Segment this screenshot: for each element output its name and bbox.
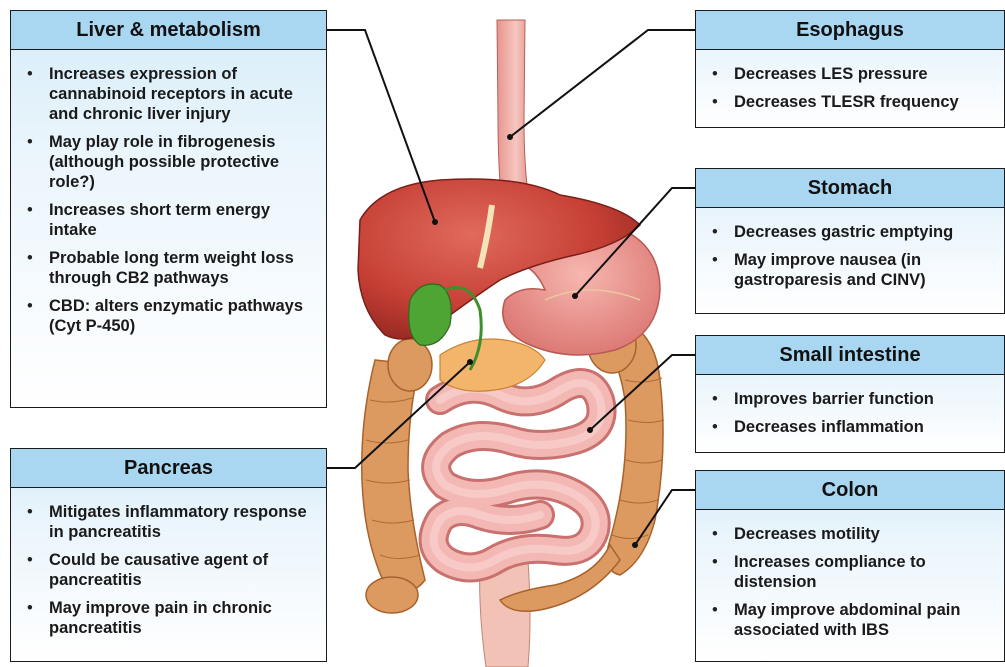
liver-metabolism-list: •Increases expression of cannabinoid rec… bbox=[11, 50, 326, 336]
pancreas-box: Pancreas •Mitigates inflammatory respons… bbox=[10, 448, 327, 662]
list-item: •Decreases LES pressure bbox=[696, 64, 1004, 84]
esophagus-title: Esophagus bbox=[696, 11, 1004, 50]
list-item: •Decreases motility bbox=[696, 524, 1004, 544]
stomach-list: •Decreases gastric emptying •May improve… bbox=[696, 208, 1004, 290]
esophagus-callout-line bbox=[510, 30, 696, 137]
colon-title: Colon bbox=[696, 471, 1004, 510]
list-item: •Improves barrier function bbox=[696, 389, 1004, 409]
list-item: •Decreases TLESR frequency bbox=[696, 92, 1004, 112]
liver-metabolism-box: Liver & metabolism •Increases expression… bbox=[10, 10, 327, 408]
small-intestine-box: Small intestine •Improves barrier functi… bbox=[695, 335, 1005, 453]
small-intestine-title: Small intestine bbox=[696, 336, 1004, 375]
stomach-title: Stomach bbox=[696, 169, 1004, 208]
small-intestine-list: •Improves barrier function •Decreases in… bbox=[696, 375, 1004, 437]
stomach-box: Stomach •Decreases gastric emptying •May… bbox=[695, 168, 1005, 314]
list-item: •Increases compliance to distension bbox=[696, 552, 1004, 592]
pancreas-list: •Mitigates inflammatory response in panc… bbox=[11, 488, 326, 638]
esophagus-list: •Decreases LES pressure •Decreases TLESR… bbox=[696, 50, 1004, 112]
list-item: •Probable long term weight loss through … bbox=[11, 248, 326, 288]
liver-metabolism-title: Liver & metabolism bbox=[11, 11, 326, 50]
list-item: •Increases short term energy intake bbox=[11, 200, 326, 240]
list-item: •Decreases inflammation bbox=[696, 417, 1004, 437]
list-item: •Decreases gastric emptying bbox=[696, 222, 1004, 242]
list-item: •CBD: alters enzymatic pathways (Cyt P-4… bbox=[11, 296, 326, 336]
list-item: •Increases expression of cannabinoid rec… bbox=[11, 64, 326, 124]
colon-box: Colon •Decreases motility •Increases com… bbox=[695, 470, 1005, 662]
list-item: •Mitigates inflammatory response in panc… bbox=[11, 502, 326, 542]
esophagus-box: Esophagus •Decreases LES pressure •Decre… bbox=[695, 10, 1005, 128]
list-item: •Could be causative agent of pancreatiti… bbox=[11, 550, 326, 590]
pancreas-title: Pancreas bbox=[11, 449, 326, 488]
pancreas-shape bbox=[440, 339, 545, 391]
list-item: •May improve abdominal pain associated w… bbox=[696, 600, 1004, 640]
small-intestine-shape bbox=[434, 383, 602, 568]
colon-list: •Decreases motility •Increases complianc… bbox=[696, 510, 1004, 640]
list-item: •May play role in fibrogenesis (although… bbox=[11, 132, 326, 192]
list-item: •May improve pain in chronic pancreatiti… bbox=[11, 598, 326, 638]
gallbladder-shape bbox=[409, 284, 452, 345]
list-item: •May improve nausea (in gastroparesis an… bbox=[696, 250, 1004, 290]
